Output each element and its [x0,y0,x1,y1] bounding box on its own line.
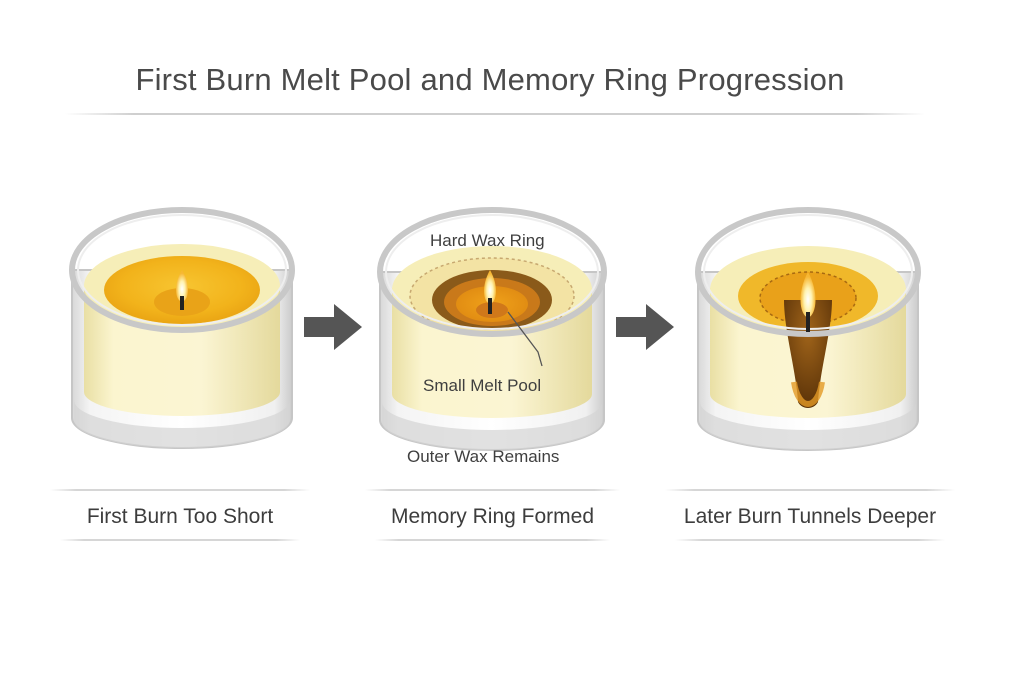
hard-wax-ring-label: Hard Wax Ring [430,231,545,250]
caption-rule [365,489,620,491]
right-arrow-icon [304,304,362,350]
candle-jar-icon [695,207,921,451]
candle-jar-icon [377,207,607,451]
flame-icon [483,270,497,314]
caption-rule [50,489,310,491]
candle-jar-icon [69,207,295,449]
stage-caption: Later Burn Tunnels Deeper [683,505,937,528]
outer-wax-remains-label: Outer Wax Remains [407,447,560,466]
caption-rule [675,539,945,541]
caption-rule [60,539,300,541]
stage-caption: First Burn Too Short [86,505,274,528]
title-divider [65,113,925,115]
stage-caption: Memory Ring Formed [390,505,595,528]
right-arrow-icon [616,304,674,350]
flame-icon [175,270,189,310]
caption-rule [665,489,955,491]
small-melt-pool-label: Small Melt Pool [423,376,542,395]
caption-rule [375,539,610,541]
flame-icon [800,272,816,332]
page-title: First Burn Melt Pool and Memory Ring Pro… [135,62,845,97]
